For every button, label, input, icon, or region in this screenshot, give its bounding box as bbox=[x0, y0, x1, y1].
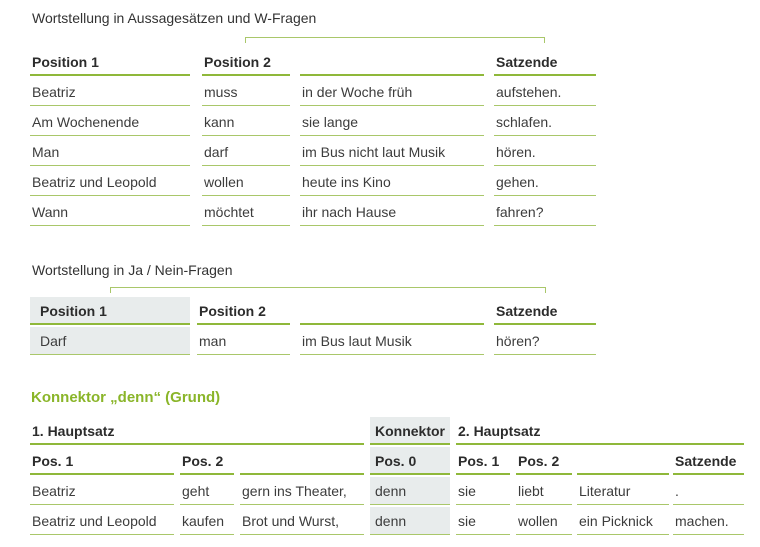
table2-title: Wortstellung in Ja / Nein-Fragen bbox=[32, 262, 233, 278]
table3-header-middle1 bbox=[240, 447, 364, 475]
table3-group-konnektor: Konnektor bbox=[370, 417, 450, 445]
table1-title: Wortstellung in Aussagesätzen und W-Frag… bbox=[32, 10, 317, 26]
table1-bracket bbox=[245, 37, 545, 43]
table3-r1-c0: Beatriz und Leopold bbox=[30, 507, 174, 535]
table3-r1-c2: Brot und Wurst, bbox=[240, 507, 364, 535]
table3-header-pos1: Pos. 1 bbox=[30, 447, 174, 475]
table1-r3-c3: gehen. bbox=[494, 168, 596, 196]
table3-r0-c5: liebt bbox=[516, 477, 572, 505]
table3-group-hauptsatz2: 2. Hauptsatz bbox=[456, 417, 744, 445]
table2-r0-c1: man bbox=[197, 327, 290, 355]
table3-header-middle2 bbox=[577, 447, 669, 475]
table3-header-pos1b: Pos. 1 bbox=[456, 447, 510, 475]
table2-r0-c2: im Bus laut Musik bbox=[300, 327, 484, 355]
table2-r0-c0: Darf bbox=[30, 327, 190, 355]
table2-header-pos1: Position 1 bbox=[30, 297, 190, 325]
table1-r2-c3: hören. bbox=[494, 138, 596, 166]
table1-r2-c2: im Bus nicht laut Musik bbox=[300, 138, 484, 166]
table1-r3-c1: wollen bbox=[202, 168, 290, 196]
table2-r0-c3: hören? bbox=[494, 327, 596, 355]
table1-header-satzende: Satzende bbox=[494, 48, 596, 76]
table3-r0-c1: geht bbox=[180, 477, 234, 505]
table3-r0-c3: denn bbox=[370, 477, 450, 505]
table3-r0-c0: Beatriz bbox=[30, 477, 174, 505]
table1-r3-c0: Beatriz und Leopold bbox=[30, 168, 190, 196]
table3-r0-c2: gern ins Theater, bbox=[240, 477, 364, 505]
table3-r0-c6: Literatur bbox=[577, 477, 669, 505]
table1-r4-c0: Wann bbox=[30, 198, 190, 226]
table3-header-satzende: Satzende bbox=[673, 447, 744, 475]
table1-r1-c3: schlafen. bbox=[494, 108, 596, 136]
table3-r1-c5: wollen bbox=[516, 507, 572, 535]
table3-r0-c4: sie bbox=[456, 477, 510, 505]
table3-r1-c4: sie bbox=[456, 507, 510, 535]
table1-r0-c0: Beatriz bbox=[30, 78, 190, 106]
table1-r0-c3: aufstehen. bbox=[494, 78, 596, 106]
table1-r4-c3: fahren? bbox=[494, 198, 596, 226]
table2-header-pos2: Position 2 bbox=[197, 297, 290, 325]
table3-header-pos2: Pos. 2 bbox=[180, 447, 234, 475]
table3-r0-c7: . bbox=[673, 477, 744, 505]
table1-header-middle bbox=[300, 48, 484, 76]
table3-r1-c1: kaufen bbox=[180, 507, 234, 535]
table3-title: Konnektor „denn“ (Grund) bbox=[31, 389, 221, 406]
table1-r0-c2: in der Woche früh bbox=[300, 78, 484, 106]
table1-r0-c1: muss bbox=[202, 78, 290, 106]
table1-r1-c0: Am Wochenende bbox=[30, 108, 190, 136]
table3-r1-c3: denn bbox=[370, 507, 450, 535]
table1-r2-c1: darf bbox=[202, 138, 290, 166]
table1-r1-c1: kann bbox=[202, 108, 290, 136]
table1-header-pos2: Position 2 bbox=[202, 48, 290, 76]
table3-header-pos2b: Pos. 2 bbox=[516, 447, 572, 475]
table1-r4-c1: möchtet bbox=[202, 198, 290, 226]
table2-header-satzende: Satzende bbox=[494, 297, 596, 325]
table1-header-pos1: Position 1 bbox=[30, 48, 190, 76]
table1-r2-c0: Man bbox=[30, 138, 190, 166]
table3-header-pos0: Pos. 0 bbox=[370, 447, 450, 475]
table3-group-hauptsatz1: 1. Hauptsatz bbox=[30, 417, 364, 445]
table3-r1-c7: machen. bbox=[673, 507, 744, 535]
table2-header-middle bbox=[300, 297, 484, 325]
table3-r1-c6: ein Picknick bbox=[577, 507, 669, 535]
table1-r3-c2: heute ins Kino bbox=[300, 168, 484, 196]
table1-r4-c2: ihr nach Hause bbox=[300, 198, 484, 226]
table2-bracket bbox=[110, 287, 546, 293]
table1-r1-c2: sie lange bbox=[300, 108, 484, 136]
